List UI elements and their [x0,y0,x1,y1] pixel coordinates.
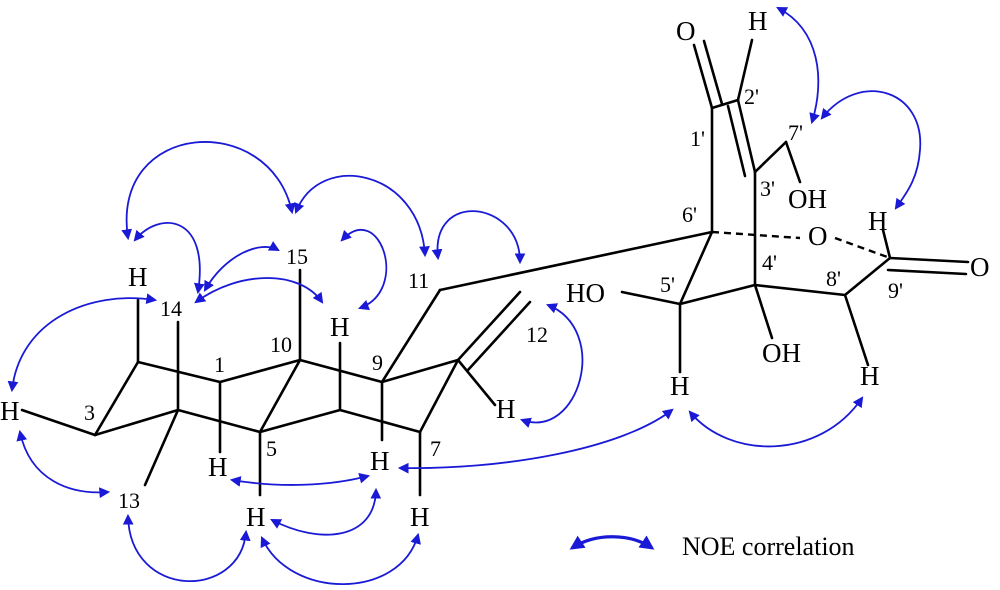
noe-arrow [260,532,421,586]
atom-h-7: H [410,502,430,532]
noe-arrow [340,229,388,311]
noe-arrow [203,241,280,292]
locant-13: 13 [118,488,140,513]
atom-o-9prime: O [970,252,990,282]
noe-arrow [7,293,158,393]
atom-oh-4prime: OH [762,338,801,368]
legend-noe-arrow-icon [569,535,655,550]
atom-h-8prime: H [860,361,880,391]
atom-labels: O H 2' 1' 7' 3' OH 6' O H O 4' 8' 9' HO … [0,6,990,532]
locant-12: 12 [526,322,548,347]
locant-11: 11 [408,268,429,293]
locant-8prime: 8' [826,266,841,291]
atom-o-ring: O [808,221,828,251]
atom-ho-5prime: HO [566,278,605,308]
noe-arrow [431,210,526,265]
legend: NOE correlation [569,532,855,561]
locant-6prime: 6' [682,202,697,227]
locant-10: 10 [270,332,292,357]
noe-arrow [133,222,205,295]
bonds-decalin [20,230,714,497]
noe-arrow [229,472,371,487]
atom-h-5prime: H [670,371,690,401]
atom-h-3: H [0,396,20,426]
atom-h-2prime: H [748,6,768,36]
locant-3prime: 3' [760,176,775,201]
noe-arrow [820,90,921,210]
noe-arrow [122,513,251,583]
locant-1: 1 [214,352,225,377]
bonds-right-ring [620,38,970,374]
locant-14: 14 [160,296,182,321]
noe-arrow [688,396,864,448]
locant-5prime: 5' [660,272,675,297]
atom-h-8: H [370,446,390,476]
noe-arrow [776,6,820,125]
noe-arrow [16,429,111,499]
noe-arrow [194,277,324,304]
atom-h-10: H [330,312,350,342]
atom-o-top: O [676,16,696,46]
locant-5: 5 [266,436,277,461]
noe-arrow [121,141,296,241]
noe-arrow [270,487,382,536]
locant-3: 3 [84,400,95,425]
locant-1prime: 1' [690,126,705,151]
atom-h-9prime: H [868,206,888,236]
locant-15: 15 [286,244,308,269]
locant-2prime: 2' [744,84,759,109]
atom-h-5: H [246,502,266,532]
atom-h-2: H [128,262,148,292]
noe-arrows [7,6,921,586]
atom-h-1: H [208,452,228,482]
noe-arrow [294,175,430,258]
locant-9: 9 [372,350,383,375]
atom-h-6: H [496,394,516,424]
legend-label: NOE correlation [682,532,855,561]
locant-9prime: 9' [888,278,903,303]
noe-arrow [397,408,674,474]
locant-7prime: 7' [788,120,803,145]
locant-7: 7 [430,436,441,461]
locant-4prime: 4' [762,250,777,275]
atom-oh-7prime: OH [788,184,827,214]
